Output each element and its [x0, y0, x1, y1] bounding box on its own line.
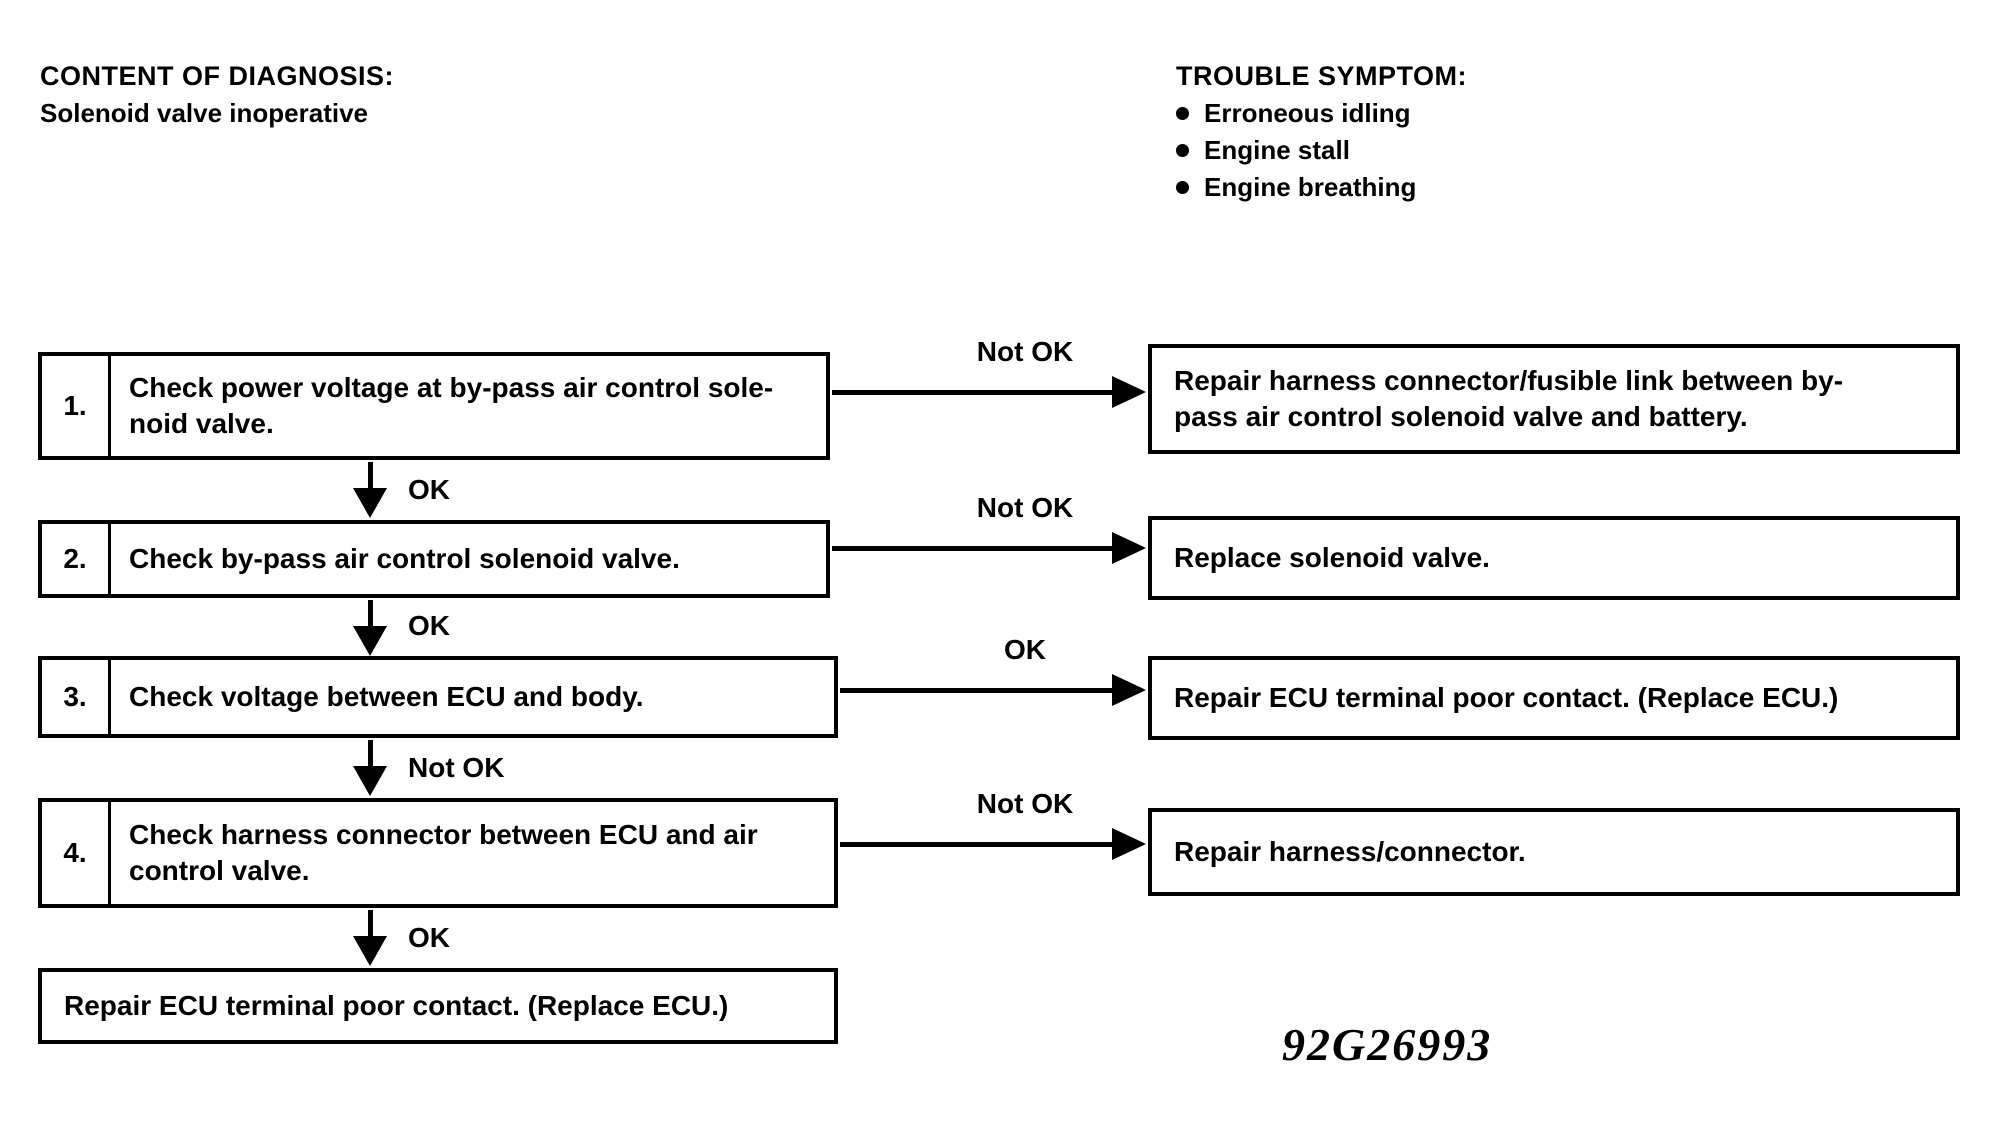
arrow-line-step2-to-step3: [368, 600, 373, 628]
arrow-right-icon: [1112, 376, 1146, 408]
content-of-diagnosis-value: Solenoid valve inoperative: [40, 98, 368, 128]
step-text-3-line1: Check voltage between ECU and body.: [129, 681, 644, 712]
final-box: Repair ECU terminal poor contact. (Repla…: [38, 968, 838, 1044]
down-label-3: Not OK: [408, 752, 505, 783]
result-text-1-line2: pass air control solenoid valve and batt…: [1174, 401, 1748, 432]
branch-label-2: Not OK: [976, 492, 1074, 523]
arrow-line-step3-to-result3: [840, 688, 1114, 693]
symptom-item: Erroneous idling: [1176, 95, 1467, 132]
arrow-down-icon: [353, 936, 387, 966]
arrow-right-icon: [1112, 674, 1146, 706]
branch-label-1: Not OK: [976, 336, 1074, 367]
arrow-down-icon: [353, 626, 387, 656]
arrow-down-icon: [353, 488, 387, 518]
arrow-line-step4-to-result4: [840, 842, 1114, 847]
arrow-line-step3-to-step4: [368, 740, 373, 768]
symptom-text: Engine breathing: [1204, 172, 1417, 202]
result-text-1-line1: Repair harness connector/fusible link be…: [1174, 365, 1844, 396]
bullet-icon: [1176, 181, 1189, 194]
step-number-2: 2.: [42, 524, 111, 594]
result-box-3: Repair ECU terminal poor contact. (Repla…: [1148, 656, 1960, 740]
content-of-diagnosis-label: CONTENT OF DIAGNOSIS:: [40, 61, 394, 91]
step-text-2-line1: Check by-pass air control solenoid valve…: [129, 543, 680, 574]
arrow-right-icon: [1112, 828, 1146, 860]
arrow-line-step2-to-result2: [832, 546, 1114, 551]
down-label-1: OK: [408, 474, 450, 505]
symptom-text: Erroneous idling: [1204, 98, 1411, 128]
result-text-2-line1: Replace solenoid valve.: [1174, 542, 1490, 573]
bullet-icon: [1176, 144, 1189, 157]
step-text-1: Check power voltage at by-pass air contr…: [111, 370, 783, 442]
branch-label-3: OK: [1004, 634, 1046, 665]
step-text-1-line1: Check power voltage at by-pass air contr…: [129, 372, 774, 403]
step-text-1-line2: noid valve.: [129, 408, 274, 439]
final-box-text: Repair ECU terminal poor contact. (Repla…: [42, 988, 738, 1024]
result-text-2: Replace solenoid valve.: [1152, 540, 1500, 576]
symptom-item: Engine stall: [1176, 132, 1467, 169]
step-text-4-line2: control valve.: [129, 855, 310, 886]
arrow-line-step1-to-result1: [832, 390, 1114, 395]
step-box-1: 1. Check power voltage at by-pass air co…: [38, 352, 830, 460]
result-text-3-line1: Repair ECU terminal poor contact. (Repla…: [1174, 682, 1839, 713]
figure-code: 92G26993: [1282, 1019, 1493, 1070]
arrow-right-icon: [1112, 532, 1146, 564]
result-text-1: Repair harness connector/fusible link be…: [1152, 363, 1853, 435]
symptom-text: Engine stall: [1204, 135, 1350, 165]
result-text-3: Repair ECU terminal poor contact. (Repla…: [1152, 680, 1848, 716]
arrow-line-step1-to-step2: [368, 462, 373, 490]
result-text-4: Repair harness/connector.: [1152, 834, 1536, 870]
trouble-symptom-block: TROUBLE SYMPTOM: Erroneous idling Engine…: [1176, 58, 1467, 206]
symptom-item: Engine breathing: [1176, 169, 1467, 206]
arrow-line-step4-to-final: [368, 910, 373, 938]
bullet-icon: [1176, 107, 1189, 120]
result-box-4: Repair harness/connector.: [1148, 808, 1960, 896]
step-text-4-line1: Check harness connector between ECU and …: [129, 819, 758, 850]
step-box-4: 4. Check harness connector between ECU a…: [38, 798, 838, 908]
step-text-3: Check voltage between ECU and body.: [111, 679, 653, 715]
result-text-4-line1: Repair harness/connector.: [1174, 836, 1526, 867]
content-of-diagnosis-block: CONTENT OF DIAGNOSIS: Solenoid valve ino…: [40, 58, 394, 131]
down-label-2: OK: [408, 610, 450, 641]
step-number-4: 4.: [42, 802, 111, 904]
step-number-1: 1.: [42, 356, 111, 456]
trouble-symptom-label: TROUBLE SYMPTOM:: [1176, 61, 1467, 91]
step-box-2: 2. Check by-pass air control solenoid va…: [38, 520, 830, 598]
final-box-line1: Repair ECU terminal poor contact. (Repla…: [64, 990, 729, 1021]
result-box-1: Repair harness connector/fusible link be…: [1148, 344, 1960, 454]
step-text-2: Check by-pass air control solenoid valve…: [111, 541, 690, 577]
step-box-3: 3. Check voltage between ECU and body.: [38, 656, 838, 738]
result-box-2: Replace solenoid valve.: [1148, 516, 1960, 600]
down-label-4: OK: [408, 922, 450, 953]
step-number-3: 3.: [42, 660, 111, 734]
arrow-down-icon: [353, 766, 387, 796]
step-text-4: Check harness connector between ECU and …: [111, 817, 768, 889]
branch-label-4: Not OK: [976, 788, 1074, 819]
